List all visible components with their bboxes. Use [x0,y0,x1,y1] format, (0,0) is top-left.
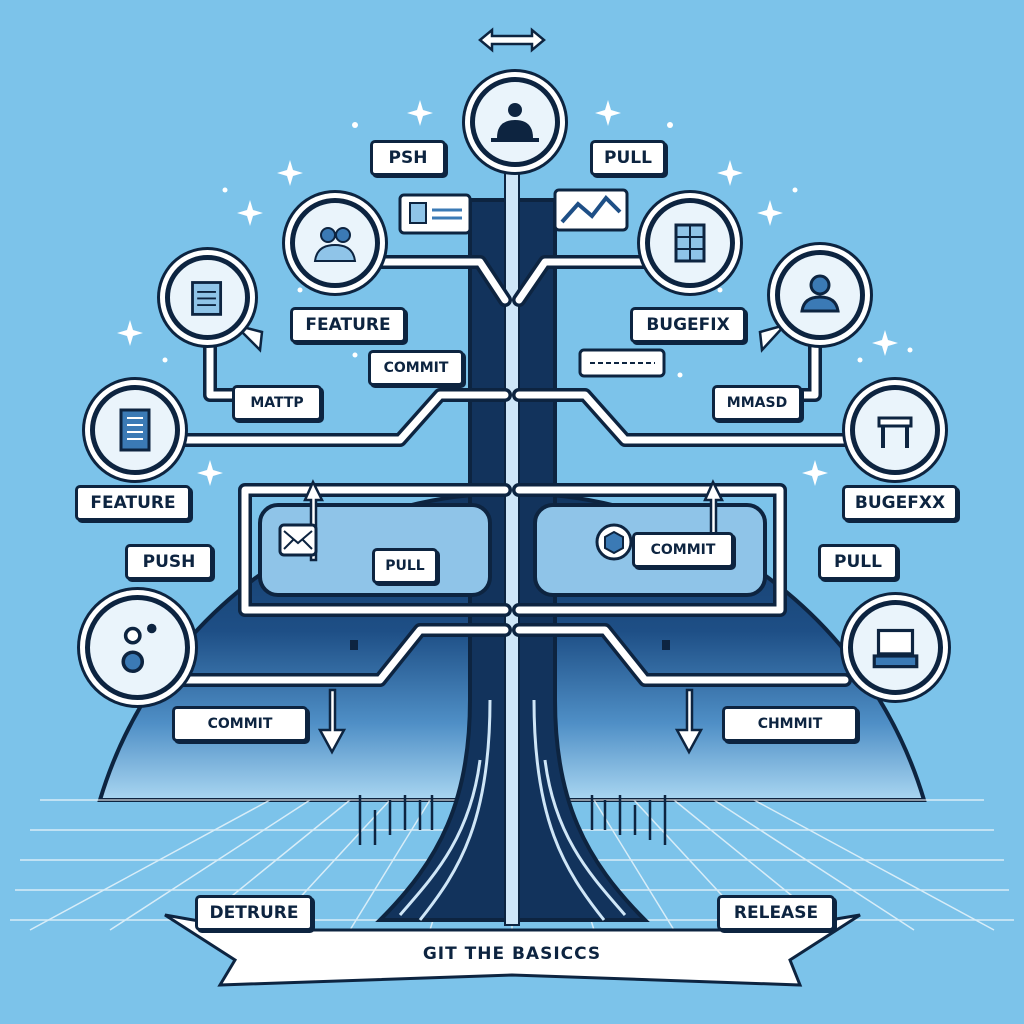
document-icon [191,281,223,316]
label-pull-top: PULL [590,140,666,176]
user-icon [800,274,840,313]
label-pull-right: PULL [818,544,898,580]
computer-icon [872,628,919,669]
label-mattp: MATTP [232,385,322,421]
team-icon [313,227,357,262]
package-icon [595,523,633,561]
diagram-caption: GIT THE BASICCS [422,944,602,964]
node-document [165,255,250,340]
root-traces [398,699,627,921]
label-psh: PSH [370,140,446,176]
sparkles [117,100,913,486]
node-user [775,250,865,340]
node-computer [848,600,943,695]
node-top [470,77,560,167]
node-team [290,198,380,288]
desk-icon [877,416,913,448]
cloud-user-icon [491,103,539,142]
label-feature-upper: FEATURE [290,307,406,343]
flow-arrows [230,27,789,755]
node-desk [850,385,940,475]
mail-icon [278,523,318,557]
book-icon [119,408,151,452]
label-detrure: DETRURE [195,895,313,931]
label-feature-left: FEATURE [75,485,191,521]
label-pull-inner: PULL [372,548,438,584]
label-release: RELEASE [717,895,835,931]
label-commit-bottom-right: CHMMIT [722,706,858,742]
label-bugefix-upper: BUGEFIX [630,307,746,343]
label-commit-bottom-left: COMMIT [172,706,308,742]
label-bugefxx-right: BUGEFXX [842,485,958,521]
label-commit-center-left: COMMIT [368,350,464,386]
tick-marks [358,795,667,845]
node-book [90,385,180,475]
node-grid [645,198,735,288]
label-commit-inner-right: COMMIT [632,532,734,568]
node-branch [85,595,190,700]
label-mmasd: MMASD [712,385,802,421]
grid-icon [674,223,706,263]
label-push-left: PUSH [125,544,213,580]
branch-icon [121,623,157,674]
main-branch-line [504,164,520,926]
